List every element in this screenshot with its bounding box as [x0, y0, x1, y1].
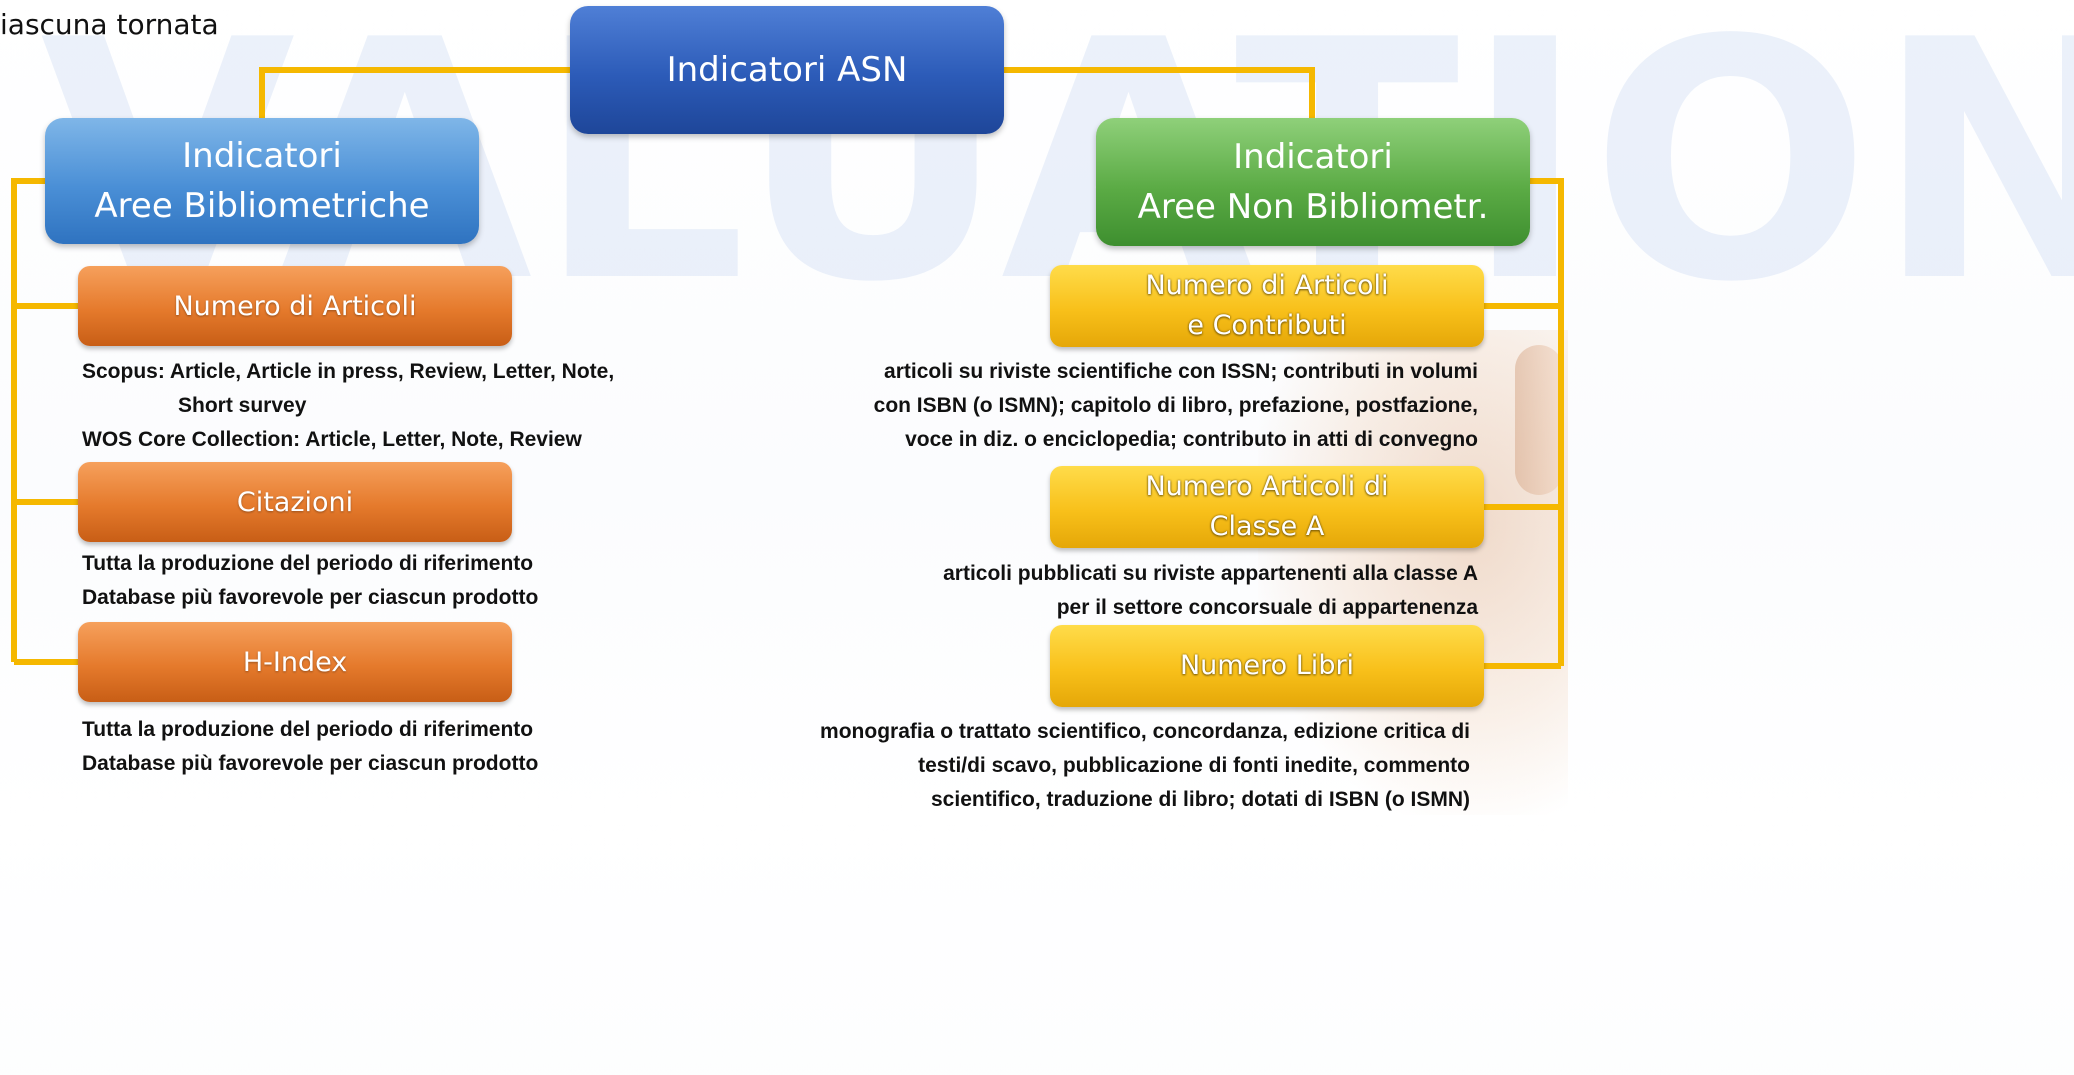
clipped-corner-text: iascuna tornata [0, 8, 219, 41]
left-item-h-index: H-Index [78, 622, 512, 702]
description-line: monografia o trattato scientifico, conco… [820, 720, 1470, 743]
description-line: WOS Core Collection: Article, Letter, No… [82, 428, 582, 451]
description-line: Tutta la produzione del periodo di rifer… [82, 552, 534, 575]
connector-root-left [259, 67, 570, 118]
description-line: con ISBN (o ISMN); capitolo di libro, pr… [873, 394, 1478, 417]
right-item-numero-articoli-classe-a: Numero Articoli di Classe A [1050, 466, 1484, 548]
description-line: Scopus: Article, Article in press, Revie… [82, 360, 615, 383]
connector-lines [11, 67, 1564, 669]
description-line: voce in diz. o enciclopedia; contributo … [905, 428, 1478, 451]
connector-right-trunk [1530, 178, 1564, 666]
right-item-label-line1: Numero Libri [1179, 650, 1355, 681]
right-header-line2: Aree Non Bibliometr. [1137, 187, 1489, 227]
root-node-indicatori-asn: Indicatori ASN [570, 6, 1004, 134]
right-header-line1: Indicatori [1233, 137, 1393, 177]
left-item-label: H-Index [242, 646, 348, 678]
right-item-numero-articoli-classe-a-description: articoli pubblicati su riviste appartene… [943, 557, 1478, 625]
description-line: per il settore concorsuale di appartenen… [1056, 596, 1478, 619]
left-item-h-index-description: Tutta la produzione del periodo di rifer… [82, 713, 538, 781]
description-line: Database più favorevole per ciascun prod… [82, 586, 539, 609]
right-item-numero-libri-description: monografia o trattato scientifico, conco… [820, 715, 1470, 817]
description-line: articoli pubblicati su riviste appartene… [943, 562, 1478, 585]
description-line: Tutta la produzione del periodo di rifer… [82, 718, 534, 741]
right-item-label-line1: Numero di Articoli [1145, 270, 1389, 301]
description-line: testi/di scavo, pubblicazione di fonti i… [918, 754, 1470, 777]
connector-root-right [1004, 67, 1315, 118]
right-item-label-line1: Numero Articoli di [1145, 471, 1389, 502]
right-item-numero-libri: Numero Libri [1050, 625, 1484, 707]
description-line: Database più favorevole per ciascun prod… [82, 752, 539, 775]
right-header-aree-non-bibliometriche: Indicatori Aree Non Bibliometr. [1096, 118, 1530, 246]
left-item-numero-articoli: Numero di Articoli [78, 266, 512, 346]
left-item-label: Numero di Articoli [173, 290, 417, 322]
description-line: articoli su riviste scientifiche con ISS… [884, 360, 1478, 383]
left-item-citazioni: Citazioni [78, 462, 512, 542]
left-item-citazioni-description: Tutta la produzione del periodo di rifer… [82, 547, 538, 615]
right-item-label-line2: Classe A [1209, 511, 1325, 542]
root-node-label: Indicatori ASN [666, 50, 908, 90]
description-line: scientifico, traduzione di libro; dotati… [931, 788, 1470, 811]
right-item-numero-articoli-contributi: Numero di Articoli e Contributi [1050, 265, 1484, 347]
connector-left-trunk [11, 178, 45, 662]
description-line: Short survey [178, 394, 307, 417]
left-header-line1: Indicatori [182, 136, 342, 176]
left-item-numero-articoli-description: Scopus: Article, Article in press, Revie… [82, 355, 614, 457]
left-header-line2: Aree Bibliometriche [94, 186, 430, 226]
right-item-numero-articoli-contributi-description: articoli su riviste scientifiche con ISS… [874, 355, 1478, 457]
right-item-label-line2: e Contributi [1187, 310, 1347, 341]
left-item-label: Citazioni [236, 486, 354, 518]
left-header-aree-bibliometriche: Indicatori Aree Bibliometriche [45, 118, 479, 244]
